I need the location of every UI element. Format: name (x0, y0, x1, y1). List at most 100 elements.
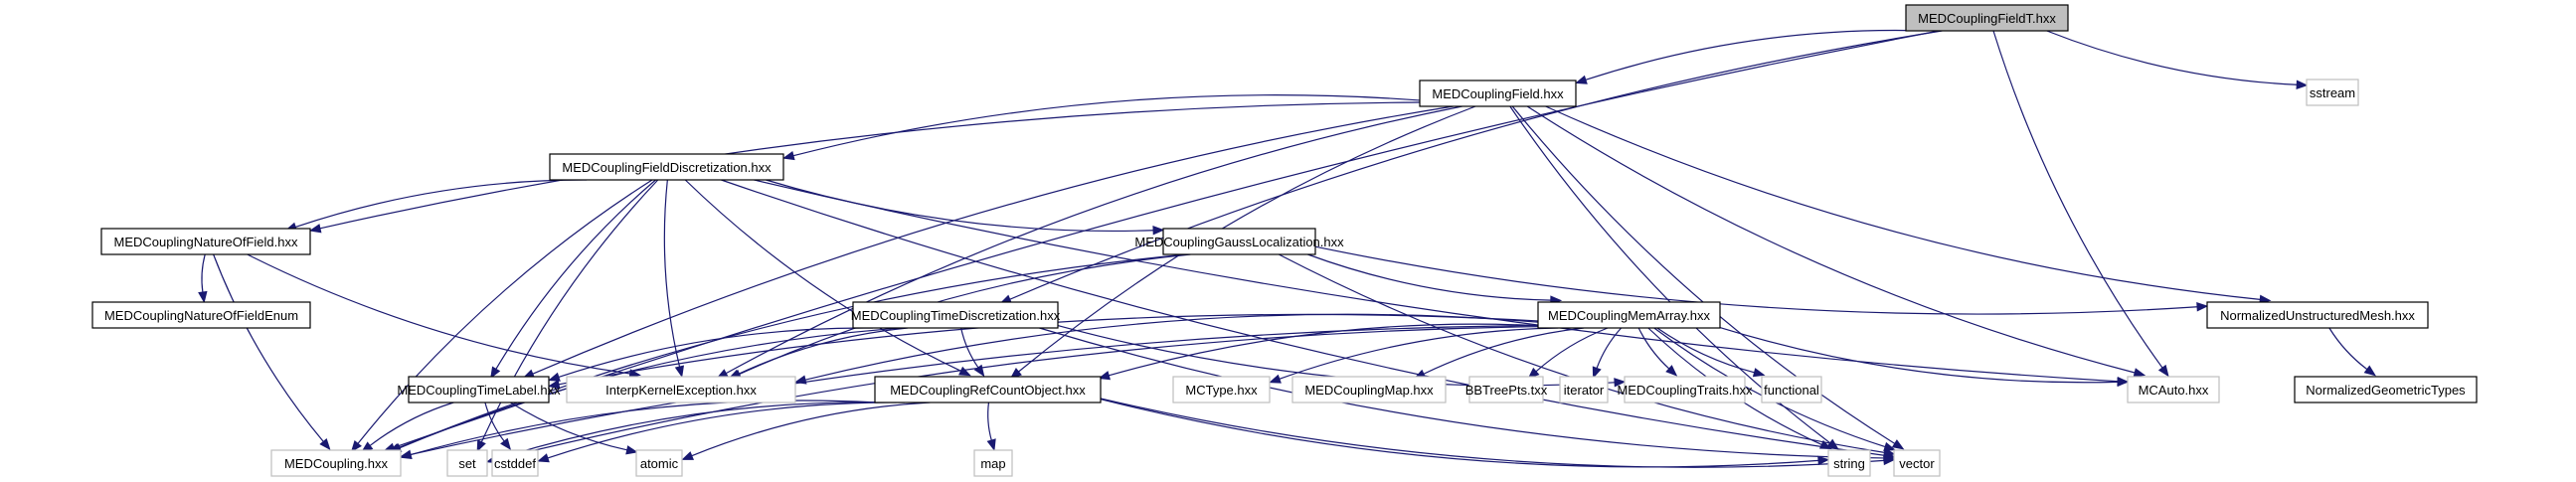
node-box (2306, 79, 2359, 106)
node-label: MCType.hxx (1185, 383, 1258, 398)
edge-field-to-mcauto (1526, 105, 2147, 378)
edge-refcount-to-set (486, 402, 897, 464)
node-box (973, 449, 1013, 477)
edge-fdisc-to-refcount (684, 179, 971, 377)
node-medcoupling-field-t-hxx[interactable]: MEDCouplingFieldT.hxx (1905, 4, 2069, 32)
edge-line (725, 105, 1462, 375)
arrowhead-icon (2117, 377, 2130, 388)
edge-refcount-to-medcoupling (400, 400, 876, 459)
arrowhead-icon (1883, 441, 1896, 451)
edge-field-to-vector (1511, 105, 1905, 450)
edge-line (1279, 327, 1559, 380)
arrowhead-icon (2363, 365, 2376, 377)
node-box (2294, 376, 2478, 403)
node-sstream[interactable]: sstream (2306, 79, 2359, 106)
edge-line (691, 402, 931, 457)
edge-line (369, 402, 454, 446)
node-medcoupling-nature-of-field-enum[interactable]: MEDCouplingNatureOfFieldEnum (91, 301, 311, 329)
arrowhead-icon (2133, 368, 2147, 378)
node-atomic[interactable]: atomic (635, 449, 683, 477)
node-mctype-hxx[interactable]: MCType.hxx (1172, 376, 1271, 403)
node-medcoupling-field-hxx[interactable]: MEDCouplingField.hxx (1419, 80, 1577, 107)
edge-line (1992, 30, 2163, 369)
arrowhead-icon (986, 438, 996, 451)
node-medcoupling-nature-of-field-hxx[interactable]: MEDCouplingNatureOfField.hxx (100, 228, 311, 255)
node-medcoupling-ref-count-object-hxx[interactable]: MEDCouplingRefCountObject.hxx (874, 376, 1102, 403)
node-set[interactable]: set (446, 449, 488, 477)
edge-line (532, 105, 1454, 375)
node-box (852, 301, 1059, 329)
node-map[interactable]: map (973, 449, 1013, 477)
node-label: MCAuto.hxx (2139, 383, 2209, 398)
node-cstddef[interactable]: cstddef (491, 449, 539, 477)
edge-refcount-to-map (986, 402, 996, 451)
node-normalized-geometric-types[interactable]: NormalizedGeometricTypes (2294, 376, 2478, 403)
node-medcoupling-field-discretization-hxx[interactable]: MEDCouplingFieldDiscretization.hxx (549, 153, 784, 181)
edge-line (496, 326, 1539, 460)
edge-line (295, 179, 588, 228)
node-label: atomic (640, 456, 679, 471)
node-medcoupling-mem-array-hxx[interactable]: MEDCouplingMemArray.hxx (1537, 301, 1721, 329)
node-medcoupling-map-hxx[interactable]: MEDCouplingMap.hxx (1291, 376, 1447, 403)
node-box (491, 449, 539, 477)
edge-line (960, 327, 979, 369)
edge-memarray-to-functional (1656, 327, 1766, 378)
node-medcoupling-time-label-hxx[interactable]: MEDCouplingTimeLabel.hxx (397, 376, 561, 403)
node-functional[interactable]: functional (1761, 376, 1822, 403)
node-label: NormalizedUnstructuredMesh.hxx (2220, 308, 2415, 323)
edge-line (1039, 327, 1885, 459)
node-bbtree-pts-txx[interactable]: BBTreePts.txx (1465, 376, 1548, 403)
node-medcoupling-gauss-localization-hxx[interactable]: MEDCouplingGaussLocalization.hxx (1134, 228, 1344, 255)
node-medcoupling-hxx[interactable]: MEDCoupling.hxx (270, 449, 402, 477)
edge-line (766, 179, 1154, 233)
arrowhead-icon (490, 366, 501, 380)
node-box (1893, 449, 1941, 477)
edge-fdisc-to-nature (284, 179, 588, 232)
node-vector[interactable]: vector (1893, 449, 1941, 477)
edge-memarray-to-iterator (1592, 327, 1623, 380)
edge-line (319, 101, 1421, 230)
edge-line (410, 400, 876, 456)
edge-nature-to-medcoupling (213, 253, 331, 451)
node-box (1419, 80, 1577, 107)
node-normalized-unstructured-mesh-hxx[interactable]: NormalizedUnstructuredMesh.hxx (2206, 301, 2429, 329)
edge-line (1314, 245, 2198, 315)
edge-line (410, 324, 1539, 456)
edge-line (213, 253, 324, 442)
edge-fieldT-to-field (1575, 29, 1907, 84)
arrowhead-icon (1152, 226, 1165, 236)
node-iterator[interactable]: iterator (1559, 376, 1609, 403)
node-mcauto-hxx[interactable]: MCAuto.hxx (2127, 376, 2220, 403)
edge-line (1719, 326, 2119, 384)
node-interp-kernel-exception-hxx[interactable]: InterpKernelException.hxx (566, 376, 796, 403)
edge-line (1511, 105, 1896, 444)
edge-memarray-to-traits (1637, 327, 1678, 377)
node-label: functional (1764, 383, 1819, 398)
edge-fdisc-to-mcauto (754, 179, 2130, 387)
edge-line (1100, 399, 1819, 468)
node-label: MEDCoupling.hxx (284, 456, 389, 471)
node-box (2127, 376, 2220, 403)
node-medcoupling-traits-hxx[interactable]: MEDCouplingTraits.hxx (1617, 376, 1753, 403)
edge-memarray-to-mcauto (1719, 326, 2130, 388)
node-medcoupling-time-discretization-hxx[interactable]: MEDCouplingTimeDiscretization.hxx (851, 301, 1061, 329)
node-label: MEDCouplingTimeDiscretization.hxx (851, 308, 1061, 323)
edge-field-to-fdisc (781, 94, 1421, 161)
node-layer: MEDCouplingFieldT.hxxsstreamMEDCouplingF… (91, 4, 2478, 477)
edge-line (495, 179, 656, 370)
arrowhead-icon (1665, 365, 1678, 377)
node-box (874, 376, 1102, 403)
edge-line (547, 402, 905, 459)
arrowhead-icon (198, 290, 208, 304)
edge-line (721, 179, 1885, 456)
arrowhead-icon (1752, 368, 1766, 378)
edge-line (398, 253, 1187, 449)
edge-line (754, 179, 2119, 383)
arrowhead-icon (681, 451, 695, 460)
edge-line (496, 402, 897, 460)
arrowhead-icon (973, 364, 985, 378)
arrowhead-icon (537, 453, 550, 463)
arrowhead-icon (1891, 439, 1905, 450)
edge-field-to-normMesh (1545, 105, 2272, 305)
node-string[interactable]: string (1827, 449, 1871, 477)
